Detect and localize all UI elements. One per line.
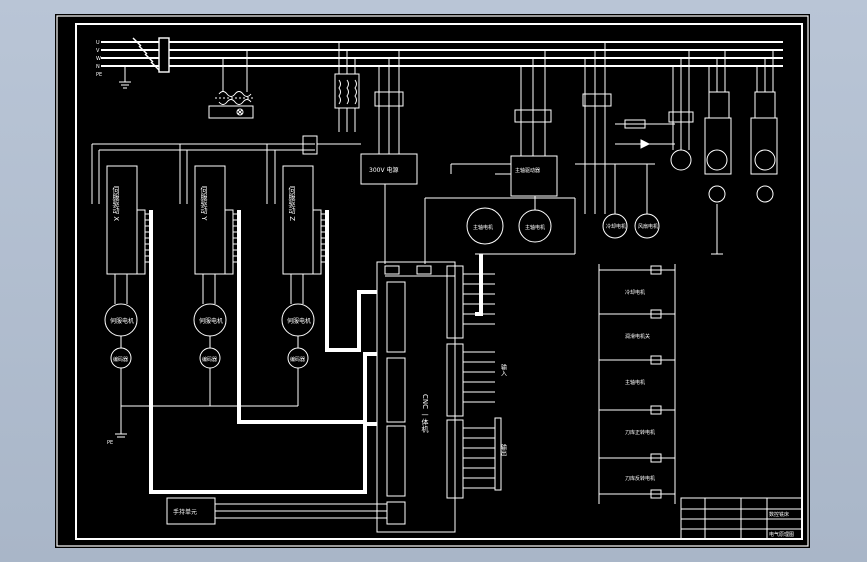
dc-power-label: 300V 电源 <box>369 166 398 174</box>
title-block: 数控铣床 电气原理图 <box>680 497 803 540</box>
dc-power-box: 300V 电源 <box>360 153 418 264</box>
control-transformer <box>208 50 255 119</box>
relay-label-1: 冷却电机 <box>625 289 645 296</box>
encoder-cables <box>149 210 483 494</box>
servo-drive-x-label: 伺服驱动 X <box>112 185 120 221</box>
spindle-motor2-label: 主轴电机 <box>525 224 545 231</box>
outer-frame <box>56 15 809 547</box>
servo-motor-y-label: 伺服电机 <box>199 317 223 325</box>
inner-frame <box>75 23 803 540</box>
drive-power-feed <box>91 135 361 204</box>
fan-motor-label: 风扇电机 <box>638 223 658 230</box>
relay-label-4: 刀库正转电机 <box>625 429 655 436</box>
phase-label-pe: PE <box>96 72 102 78</box>
servo-drive-z-label: 伺服驱动 Z <box>288 185 296 221</box>
encoder-z-label: 编码器 <box>290 356 305 363</box>
aux-motors: 冷却电机 风扇电机 <box>575 42 675 239</box>
handwheel-unit: 手持单元 <box>166 497 387 525</box>
phase-label-n: N <box>96 64 100 70</box>
spindle-drive: 主轴驱动器 主轴电机 主轴电机 <box>424 50 576 264</box>
relay-label-2: 润滑电机关 <box>625 333 650 340</box>
right-motor-columns <box>668 50 778 255</box>
phase-labels: U V W N PE <box>96 40 102 78</box>
title-block-drawing-no: 数控铣床 <box>769 511 789 518</box>
drawing-sheet: U V W N PE <box>55 14 810 548</box>
power-transformer <box>334 42 404 154</box>
main-bus <box>101 41 783 67</box>
phase-label-u: U <box>96 40 100 46</box>
coolant-pump-label: 冷却电机 <box>606 223 626 230</box>
cnc-controller: CNC 一体机 <box>376 261 456 533</box>
electrical-schematic: U V W N PE <box>56 15 809 547</box>
title-block-sheet: 电气原理图 <box>769 531 794 538</box>
servo-motor-x-label: 伺服电机 <box>110 317 134 325</box>
encoder-x-label: 编码器 <box>113 356 128 363</box>
io-in-label: 输入 <box>500 363 507 376</box>
servo-motor-z-label: 伺服电机 <box>287 317 311 325</box>
encoder-y-label: 编码器 <box>202 356 217 363</box>
servo-drive-z: 伺服驱动 Z 伺服电机 编码器 <box>281 165 327 369</box>
servo-drive-x: 伺服驱动 X 伺服电机 编码器 <box>104 165 151 369</box>
spindle-motor-label: 主轴电机 <box>473 224 493 231</box>
main-breaker <box>132 37 170 73</box>
servo-drive-y-label: 伺服驱动 Y <box>200 185 208 221</box>
phase-label-w: W <box>96 56 101 62</box>
relay-label-3: 主轴电机 <box>625 379 645 386</box>
spindle-drive-label: 主轴驱动器 <box>515 167 540 174</box>
io-out-label: 输出 <box>500 443 507 457</box>
cnc-label: CNC 一体机 <box>421 394 429 433</box>
servo-drive-y: 伺服驱动 Y 伺服电机 编码器 <box>193 165 239 369</box>
io-terminals: 输入 输出 <box>446 265 507 499</box>
ground-symbol-main <box>119 66 131 89</box>
ground-label: PE <box>107 440 113 446</box>
handwheel-label: 手持单元 <box>173 508 197 516</box>
motor-ground: PE <box>107 368 299 446</box>
phase-label-v: V <box>96 48 100 54</box>
relay-label-5: 刀库反转电机 <box>625 475 655 482</box>
relay-ladder: 冷却电机 润滑电机关 主轴电机 刀库正转电机 刀库反转电机 <box>598 264 676 504</box>
